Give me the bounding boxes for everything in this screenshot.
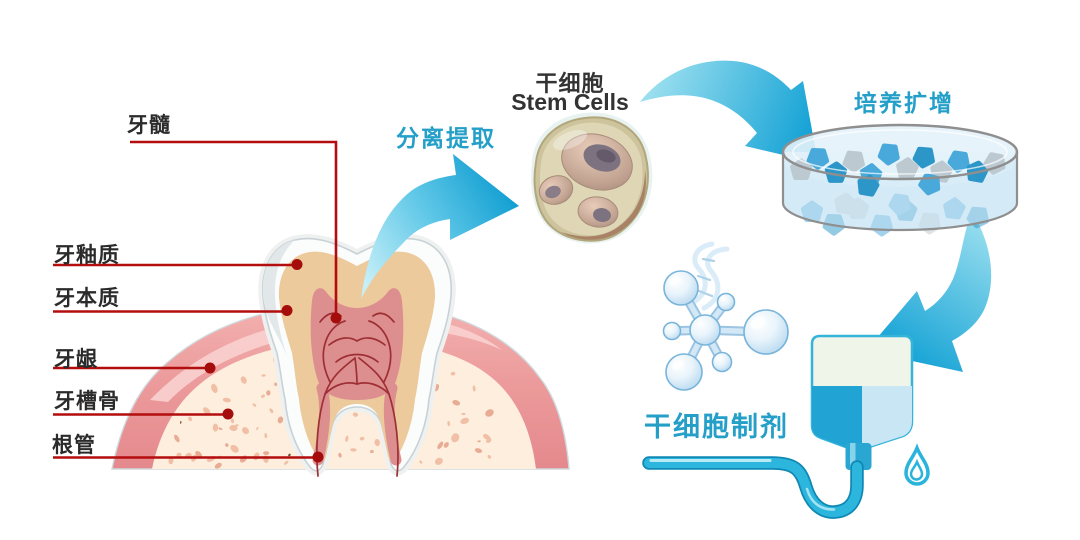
label-enamel: 牙釉质: [54, 244, 120, 267]
leader-lines: [53, 140, 338, 459]
label-gum: 牙龈: [54, 348, 98, 371]
tooth-illustration: [258, 234, 456, 477]
leader-line-pulp: [130, 140, 338, 318]
pulp-vessels: [316, 312, 399, 477]
label-pulp: 牙髓: [127, 114, 171, 137]
molecule-illustration: [662, 241, 789, 391]
label-extract: 分离提取: [396, 125, 496, 151]
label-alveolar-bone: 牙槽骨: [54, 390, 120, 413]
gum-highlight: [150, 314, 502, 402]
stem-cell-cluster-illustration: [531, 112, 653, 244]
iv-tube: [642, 456, 864, 519]
dna-helix-icon: [689, 241, 730, 311]
leader-dots: [204, 259, 342, 463]
label-preparation: 干细胞制剂: [644, 412, 789, 442]
label-stem-cells-en: Stem Cells: [511, 89, 629, 115]
label-root-canal: 根管: [52, 434, 96, 457]
iv-bag-illustration: [642, 334, 930, 519]
label-dentin: 牙本质: [54, 287, 120, 310]
arrow-preparation: [866, 212, 992, 372]
arrow-extract: [361, 154, 519, 299]
label-stem-cells-zh: 干细胞: [535, 71, 605, 96]
petri-dish-illustration: [781, 123, 1019, 236]
label-culture: 培养扩增: [854, 90, 954, 116]
arrow-culture: [640, 60, 818, 163]
